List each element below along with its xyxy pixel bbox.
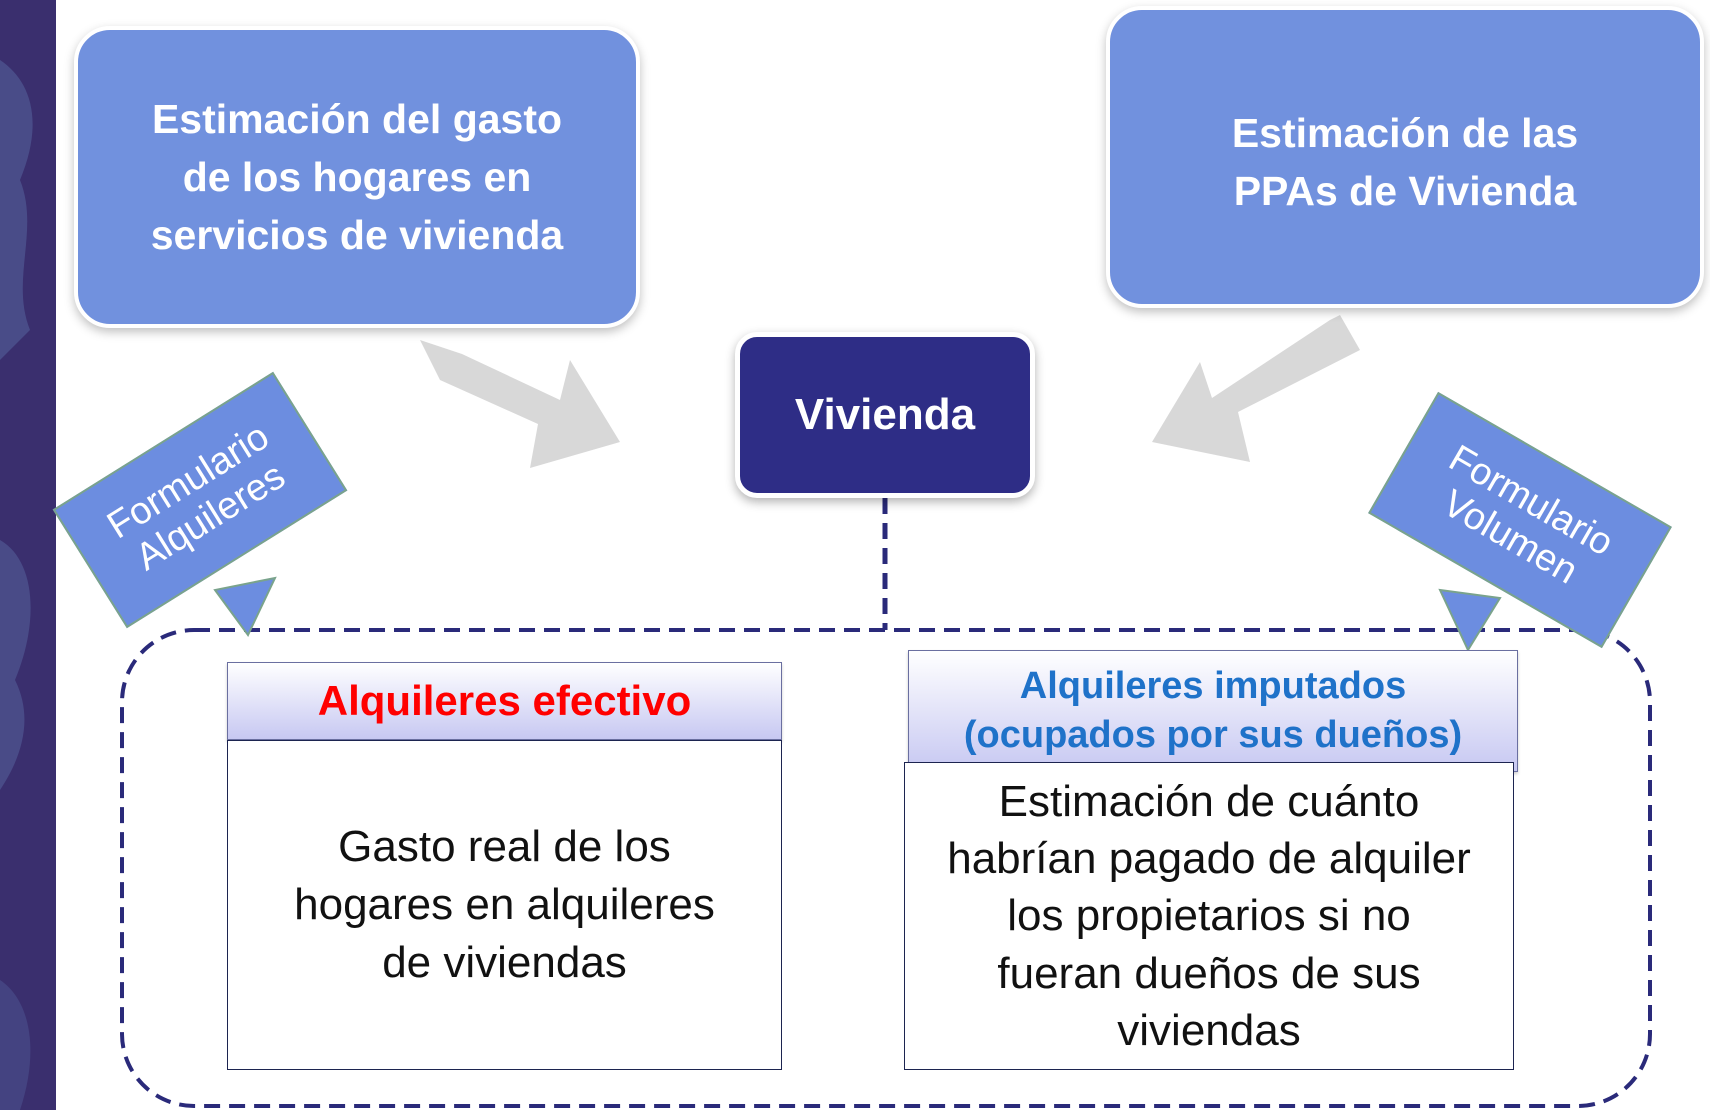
panel-left-title: Alquileres efectivo — [317, 677, 692, 724]
vivienda-box: Vivienda — [735, 332, 1035, 498]
tag-left-arrow-icon — [213, 576, 277, 637]
panel-right-body: Estimación de cuánto habrían pagado de a… — [904, 762, 1514, 1070]
arrow-right-down-icon — [420, 340, 620, 468]
panel-right-header: Alquileres imputados (ocupados por sus d… — [908, 650, 1518, 772]
left-estimation-box: Estimación del gasto de los hogares en s… — [74, 26, 640, 328]
globe-texture-icon — [0, 60, 33, 1110]
panel-right-text: Estimación de cuánto habrían pagado de a… — [947, 777, 1471, 1055]
left-estimation-text: Estimación del gasto de los hogares en s… — [150, 95, 564, 259]
arrow-left-down-icon — [1152, 315, 1360, 462]
vivienda-label: Vivienda — [794, 390, 976, 439]
panel-left-text: Gasto real de los hogares en alquileres … — [294, 821, 715, 988]
panel-left-header: Alquileres efectivo — [227, 662, 782, 740]
right-estimation-box: Estimación de las PPAs de Vivienda — [1106, 6, 1704, 308]
panel-left-body: Gasto real de los hogares en alquileres … — [227, 740, 782, 1070]
right-estimation-text: Estimación de las PPAs de Vivienda — [1231, 110, 1579, 215]
dashed-container — [120, 628, 1652, 1108]
decorative-sidebar — [0, 0, 56, 1110]
tag-right-arrow-icon — [1438, 588, 1502, 653]
panel-right-title: Alquileres imputados (ocupados por sus d… — [963, 664, 1463, 756]
